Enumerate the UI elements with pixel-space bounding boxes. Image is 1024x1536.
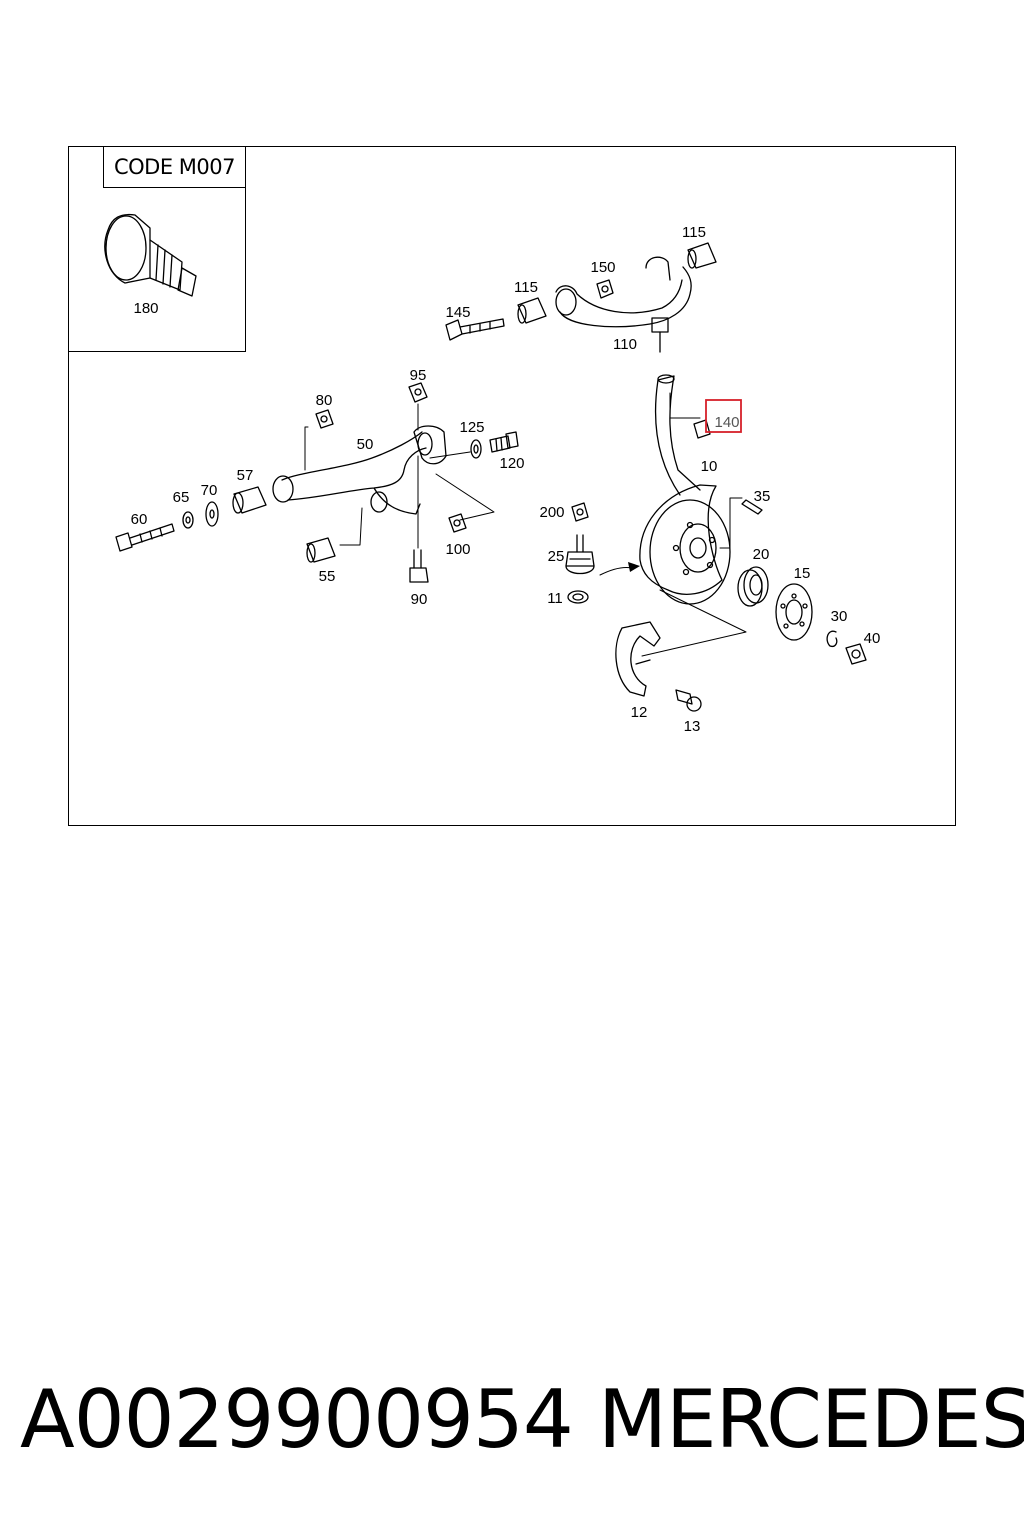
nut-200-part <box>571 502 589 522</box>
washer-70-part <box>205 501 219 527</box>
callout-40: 40 <box>864 630 881 647</box>
bolt-90-part <box>409 549 429 583</box>
nut-100-part <box>448 513 467 533</box>
circlip-30-part <box>826 630 838 648</box>
callout-90: 90 <box>411 591 428 608</box>
callout-70: 70 <box>201 482 218 499</box>
nut-40-part <box>845 643 867 665</box>
callout-180: 180 <box>133 300 158 317</box>
bolt-13-part <box>675 689 702 712</box>
callout-10: 10 <box>701 458 718 475</box>
callout-60: 60 <box>131 511 148 528</box>
callout-110: 110 <box>613 336 637 353</box>
highlight-box-140 <box>705 399 742 433</box>
callout-55: 55 <box>319 568 336 585</box>
leader-lines <box>304 392 747 657</box>
callout-150: 150 <box>590 259 615 276</box>
wheel-hub-part <box>775 583 813 641</box>
callout-200: 200 <box>539 504 564 521</box>
callout-30: 30 <box>831 608 848 625</box>
callout-115-right: 115 <box>682 224 706 241</box>
bolt-60-part <box>115 523 175 552</box>
bolt-145-part <box>445 318 505 341</box>
washer-65-part <box>182 511 194 529</box>
inset-panel <box>68 187 246 352</box>
nut-80-part <box>315 409 334 429</box>
callout-25: 25 <box>548 548 565 565</box>
callout-15: 15 <box>794 565 811 582</box>
callout-145: 145 <box>445 304 470 321</box>
parts-diagram: 180 115 115 150 145 110 95 80 50 125 120… <box>104 213 881 735</box>
wheel-bearing-part <box>737 566 769 607</box>
callout-115-left: 115 <box>514 279 538 296</box>
callout-13: 13 <box>684 718 701 735</box>
bushing-55-part <box>306 537 336 563</box>
callout-80: 80 <box>316 392 333 409</box>
bushing-115-left-part <box>517 297 547 324</box>
brake-disc-part <box>639 484 731 605</box>
callout-120: 120 <box>499 455 524 472</box>
brand-name: MERCEDES <box>598 1373 1024 1466</box>
steering-knuckle-part <box>654 374 711 496</box>
callout-12: 12 <box>631 704 648 721</box>
callout-100: 100 <box>445 541 470 558</box>
nut-150-part <box>596 279 614 299</box>
cv-joint-part <box>104 213 197 297</box>
arrow-icon <box>628 562 640 572</box>
callout-125: 125 <box>459 419 484 436</box>
bushing-57-part <box>232 486 267 514</box>
bushing-115-right-part <box>687 242 717 269</box>
callout-20: 20 <box>753 546 770 563</box>
callout-11: 11 <box>547 590 563 607</box>
callout-140: 140 <box>714 414 739 431</box>
upper-control-arm-part <box>555 256 692 353</box>
callout-65: 65 <box>173 489 190 506</box>
code-label: CODE M007 <box>103 146 246 188</box>
dust-shield-part <box>615 621 661 697</box>
callout-95: 95 <box>410 367 427 384</box>
diagram-frame <box>68 146 956 826</box>
part-number: A0029900954 <box>20 1373 574 1466</box>
lower-control-arm-part <box>272 425 447 515</box>
callout-57: 57 <box>237 467 254 484</box>
ball-joint-part <box>565 534 595 575</box>
callout-50: 50 <box>357 436 374 453</box>
callout-35: 35 <box>754 488 771 505</box>
snap-ring-11-part <box>567 590 589 604</box>
bolt-120-part <box>489 431 519 453</box>
nut-95-part <box>408 382 428 403</box>
washer-125-part <box>470 439 482 459</box>
pin-35-part <box>741 499 763 515</box>
